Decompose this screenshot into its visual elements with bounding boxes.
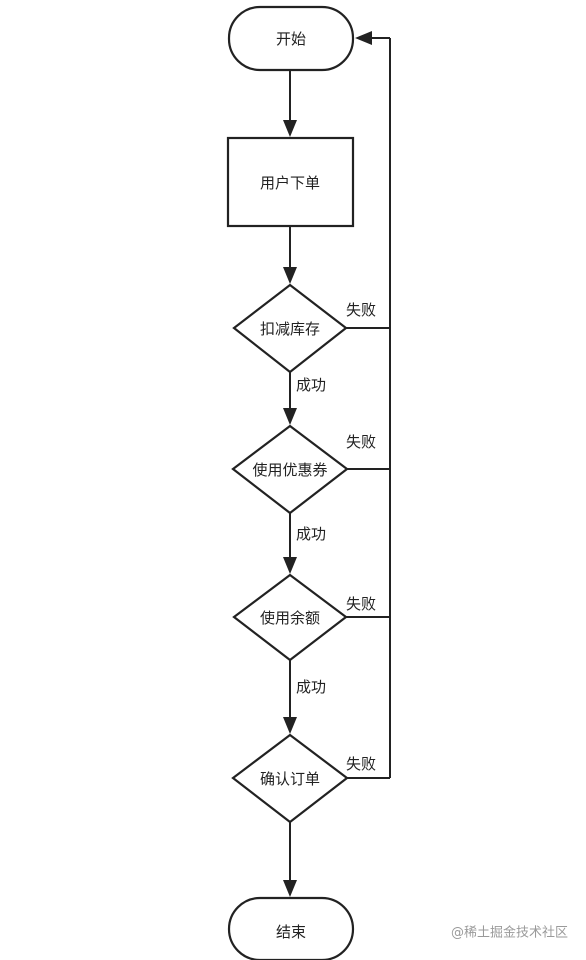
arrowhead	[283, 408, 297, 425]
start-node	[227, 5, 355, 72]
arrowhead	[283, 717, 297, 734]
arrowhead	[283, 557, 297, 574]
watermark: @稀土掘金技术社区	[451, 925, 568, 941]
fail-label: 失败	[346, 595, 376, 613]
use-coupon-decision	[231, 424, 349, 515]
end-node-label: 结束	[276, 923, 306, 941]
arrowhead	[283, 880, 297, 897]
success-label: 成功	[296, 678, 326, 696]
start-node-label: 开始	[276, 30, 306, 48]
arrowhead	[355, 31, 372, 45]
use-balance-decision	[232, 573, 348, 662]
confirm-order-label: 确认订单	[260, 770, 320, 788]
success-label: 成功	[296, 525, 326, 543]
fail-label: 失败	[346, 433, 376, 451]
confirm-order-decision	[231, 733, 349, 824]
deduct-stock-decision	[232, 283, 348, 374]
arrowhead	[283, 267, 297, 284]
end-node	[227, 896, 355, 960]
deduct-stock-label: 扣减库存	[260, 320, 320, 338]
fail-label: 失败	[346, 755, 376, 773]
arrowhead	[283, 120, 297, 137]
use-balance-label: 使用余额	[260, 609, 320, 627]
success-label: 成功	[296, 376, 326, 394]
order-node-label: 用户下单	[260, 174, 320, 192]
fail-label: 失败	[346, 301, 376, 319]
order-node	[226, 136, 355, 228]
use-coupon-label: 使用优惠券	[252, 461, 327, 479]
